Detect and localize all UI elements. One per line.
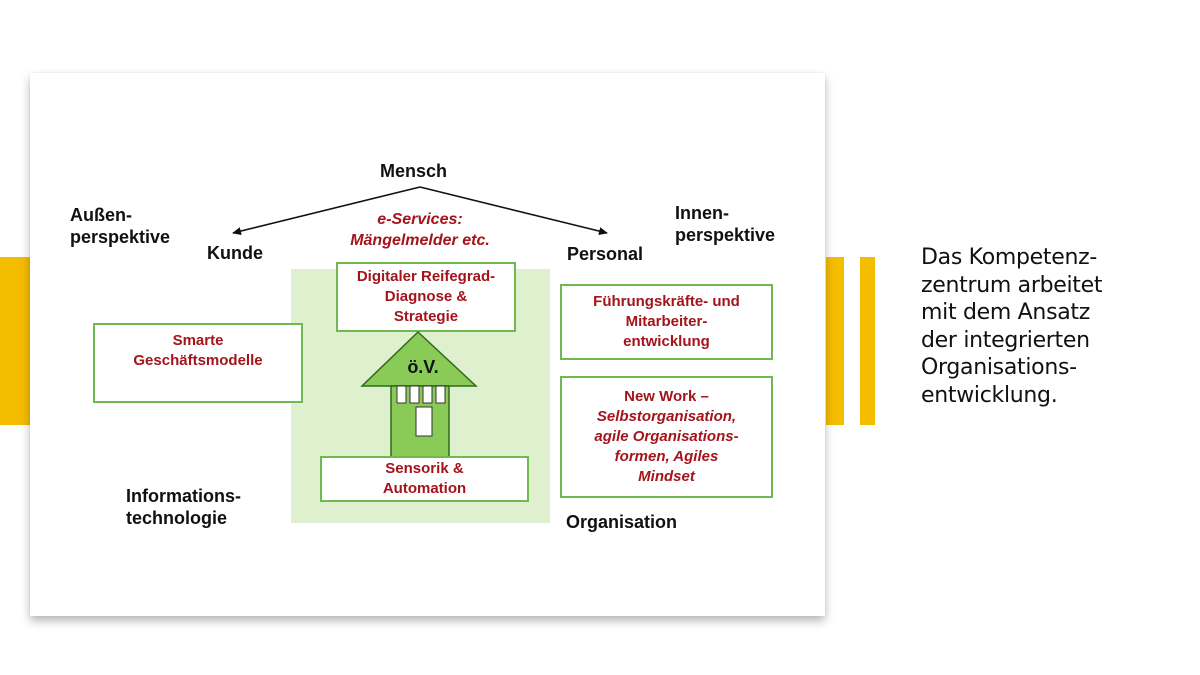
- arrow-to-kunde: [232, 186, 421, 235]
- box-sensorik: Sensorik & Automation: [320, 456, 529, 502]
- aussen-perspective-label: Außen- perspektive: [70, 204, 170, 248]
- newwork-line-1: Selbstorganisation,: [596, 408, 737, 425]
- organisation-label: Organisation: [566, 512, 678, 532]
- accent-bar-left: [0, 257, 30, 425]
- fuehrung-line-2: Mitarbeiter-: [625, 313, 708, 330]
- newwork-line-4: Mindset: [638, 468, 695, 485]
- eservices-label: e-Services: Mängelmelder etc.: [330, 209, 510, 251]
- eservices-line-2: Mängelmelder etc.: [350, 232, 490, 249]
- house-door: [415, 406, 433, 437]
- sensorik-line-1: Sensorik &: [385, 460, 464, 477]
- description-text: Das Kompetenz- zentrum arbeitet mit dem …: [921, 244, 1181, 409]
- box-new-work: New Work – Selbstorganisation, agile Org…: [560, 376, 773, 498]
- sensorik-line-2: Automation: [382, 480, 467, 497]
- innen-line-2: perspektive: [675, 225, 776, 245]
- mensch-label: Mensch: [380, 161, 448, 181]
- personal-label: Personal: [567, 244, 644, 264]
- description-line-1: Das Kompetenz-: [921, 245, 1097, 270]
- description-line-4: der integrierten: [921, 327, 1090, 353]
- description-line-6: entwicklung.: [921, 382, 1058, 408]
- newwork-line-2: agile Organisations-: [594, 428, 739, 445]
- innen-perspective-label: Innen- perspektive: [675, 202, 775, 246]
- accent-bar-right-1: [826, 257, 844, 425]
- it-line-2: technologie: [126, 508, 228, 528]
- eservices-line-1: e-Services:: [377, 211, 463, 228]
- reifegrad-line-2: Diagnose &: [384, 288, 468, 305]
- accent-bar-right-2: [860, 257, 875, 425]
- it-line-1: Informations-: [126, 486, 241, 506]
- house-window-1: [396, 385, 407, 404]
- house-window-2: [409, 385, 420, 404]
- house-window-4: [435, 385, 446, 404]
- description-line-5: Organisations-: [921, 355, 1077, 380]
- description-line-2: zentrum arbeitet: [921, 272, 1103, 298]
- box-reifegrad: Digitaler Reifegrad- Diagnose & Strategi…: [336, 262, 516, 332]
- aussen-line-2: perspektive: [70, 227, 171, 247]
- newwork-line-3: formen, Agiles: [614, 448, 719, 465]
- box-smarte-geschaeftsmodelle: Smarte Geschäftsmodelle: [93, 323, 303, 403]
- reifegrad-line-1: Digitaler Reifegrad-: [356, 268, 496, 285]
- smarte-line-2: Geschäftsmodelle: [133, 352, 263, 369]
- description-line-3: mit dem Ansatz: [921, 300, 1090, 325]
- reifegrad-line-3: Strategie: [393, 308, 459, 325]
- smarte-line-1: Smarte: [172, 332, 224, 349]
- aussen-line-1: Außen-: [70, 205, 132, 225]
- innen-line-1: Innen-: [675, 203, 729, 223]
- fuehrung-line-1: Führungskräfte- und: [593, 293, 740, 310]
- house-label: ö.V.: [407, 357, 439, 377]
- newwork-title: New Work –: [624, 388, 709, 405]
- house-window-3: [422, 385, 433, 404]
- fuehrung-line-3: entwicklung: [623, 333, 710, 350]
- kunde-label: Kunde: [207, 243, 263, 263]
- arrow-to-personal: [419, 186, 608, 235]
- house-icon: [360, 330, 478, 460]
- box-fuehrungskraefte: Führungskräfte- und Mitarbeiter- entwick…: [560, 284, 773, 360]
- informationstechnologie-label: Informations- technologie: [126, 485, 241, 529]
